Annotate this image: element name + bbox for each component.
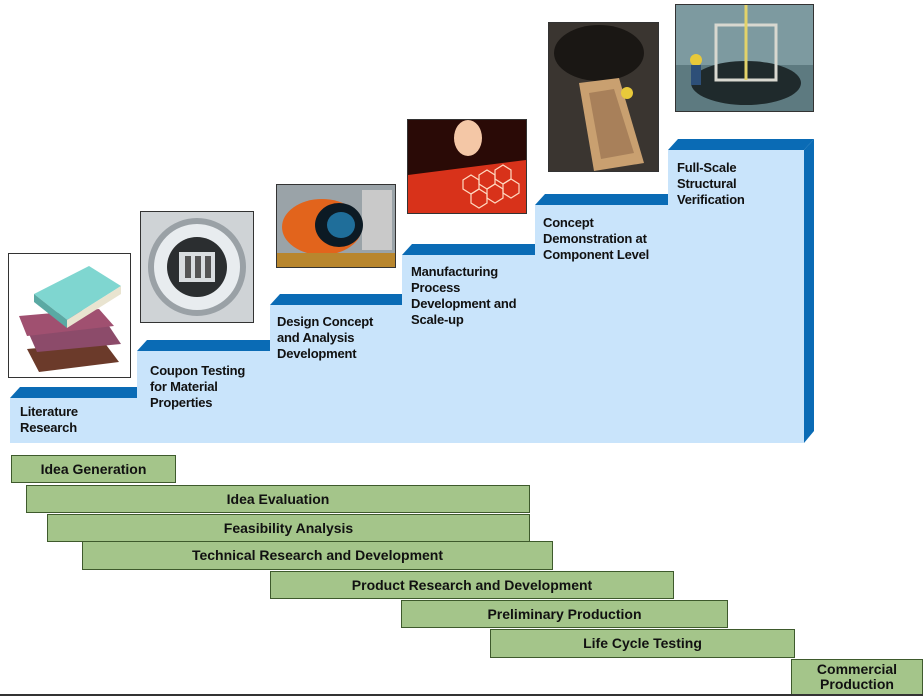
phase-idea-generation: Idea Generation	[11, 455, 176, 483]
phase-life-cycle-testing: Life Cycle Testing	[490, 629, 795, 658]
staircase	[10, 139, 814, 443]
step-label-coupon-testing: Coupon Testing for Material Properties	[150, 363, 246, 410]
honeycomb-manufacturing-photo	[407, 119, 527, 214]
baseline	[0, 694, 923, 696]
step-edge-5	[535, 194, 668, 205]
phase-product-research: Product Research and Development	[270, 571, 674, 599]
step-edge-4	[402, 244, 535, 255]
full-scale-test-facility-photo	[675, 4, 814, 112]
staircase-body	[10, 150, 804, 443]
component-demonstration-photo	[548, 22, 659, 172]
step-edge-1	[10, 387, 137, 398]
phase-commercial-production: Commercial Production	[791, 659, 923, 695]
step-edge-2	[137, 340, 270, 351]
step-label-literature-research: Literature Research	[20, 404, 78, 435]
step-label-manufacturing-process: Manufacturing Process Development and Sc…	[411, 264, 517, 327]
step-label-full-scale: Full-Scale Structural Verification	[677, 160, 745, 207]
step-label-design-concept: Design Concept and Analysis Development	[277, 314, 374, 361]
step-edge-3	[270, 294, 402, 305]
step-edges	[10, 139, 814, 398]
phase-idea-evaluation: Idea Evaluation	[26, 485, 530, 513]
analysis-model-photo	[276, 184, 396, 268]
phase-technical-research: Technical Research and Development	[82, 541, 553, 570]
step-label-concept-demonstration: Concept Demonstration at Component Level	[543, 215, 650, 262]
staircase-side	[804, 139, 814, 443]
coupon-test-fixture-photo	[140, 211, 254, 323]
stack-of-books-photo	[8, 253, 131, 378]
step-edge-6	[668, 139, 814, 150]
phase-feasibility-analysis: Feasibility Analysis	[47, 514, 530, 542]
phase-preliminary-production: Preliminary Production	[401, 600, 728, 628]
